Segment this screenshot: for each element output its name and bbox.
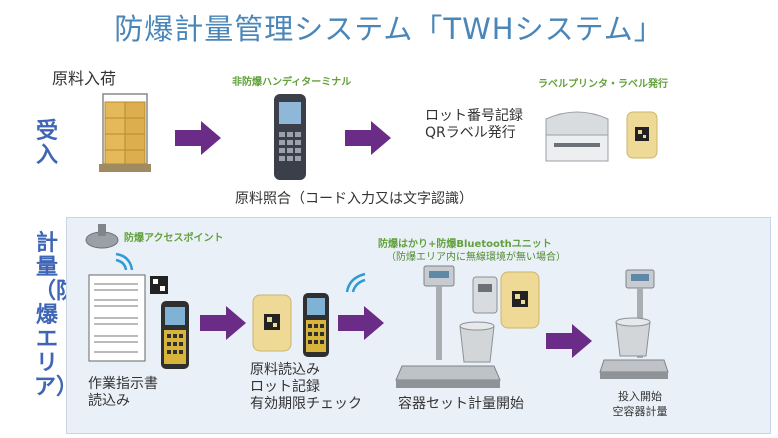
- step3-label: 容器セット計量開始: [398, 396, 524, 412]
- label-printer-label: ラベルプリンタ・ラベル発行: [538, 79, 668, 90]
- step4-label-1: 投入開始: [618, 390, 662, 403]
- scale-qr-label-icon: [500, 271, 540, 329]
- section-label-receiving: 受入: [35, 119, 58, 168]
- access-point-icon: [85, 224, 119, 249]
- bluetooth-unit-icon: [472, 276, 498, 314]
- work-order-document-icon: [88, 274, 146, 362]
- scale-unit-label: 防爆はかり+防爆Bluetoothユニット: [378, 239, 552, 250]
- work-order-label-2: 読込み: [88, 393, 130, 409]
- handheld-terminal-label: 非防爆ハンディターミナル: [232, 77, 352, 88]
- wireless-signal-icon: [115, 252, 134, 271]
- lot-record-label: ロット番号記録: [425, 108, 523, 124]
- step2-label-2: ロット記録: [250, 379, 320, 395]
- flow-arrow-5: [546, 324, 592, 358]
- scale-unit-note: （防爆エリア内に無線環境が無い場合）: [386, 252, 566, 263]
- step2-label-3: 有効期限チェック: [250, 396, 362, 412]
- access-point-label: 防爆アクセスポイント: [124, 233, 224, 244]
- explosion-proof-area: [66, 217, 771, 434]
- flow-arrow-3: [200, 306, 246, 340]
- raw-arrival-label: 原料入荷: [52, 69, 117, 88]
- flow-arrow-1: [175, 121, 221, 155]
- scale-2-icon: [599, 269, 669, 379]
- explosion-proof-handheld-icon: [161, 301, 189, 369]
- zone-qr-label-icon: [252, 294, 292, 352]
- step4-label-2: 空容器計量: [612, 405, 668, 418]
- section-label-weighing: 計量（防爆エリア）: [34, 231, 79, 400]
- wireless-signal-2-icon: [345, 272, 366, 293]
- qr-label-icon: [626, 111, 658, 159]
- handheld-terminal-icon: [274, 94, 306, 180]
- explosion-proof-scale-icon: [395, 265, 501, 388]
- explosion-proof-handheld-2-icon: [303, 293, 329, 357]
- qr-issue-label: QRラベル発行: [425, 125, 516, 141]
- material-pallet-icon: [99, 93, 151, 172]
- material-check-label: 原料照合（コード入力又は文字認識）: [235, 191, 473, 207]
- flow-arrow-4: [338, 306, 384, 340]
- work-order-label-1: 作業指示書: [88, 376, 158, 392]
- page-title: 防爆計量管理システム「TWHシステム」: [114, 12, 664, 46]
- flow-arrow-2: [345, 121, 391, 155]
- qr-code-icon: [150, 276, 168, 294]
- label-printer-icon: [545, 111, 609, 162]
- step2-label-1: 原料読込み: [250, 362, 320, 378]
